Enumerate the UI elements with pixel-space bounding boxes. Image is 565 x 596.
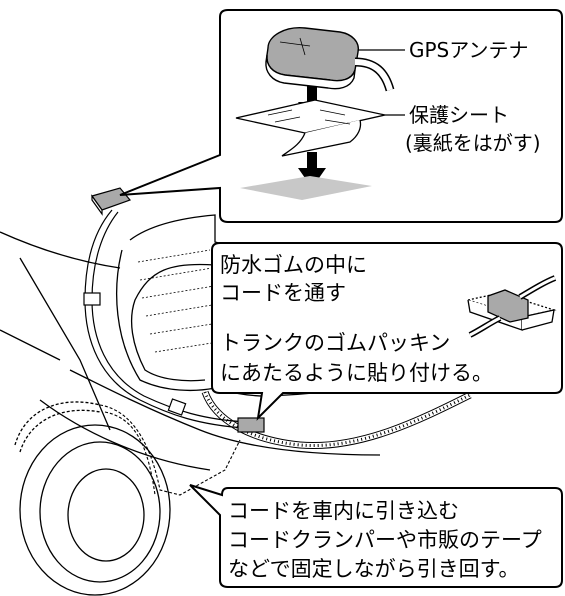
window-glass-lines — [137, 249, 215, 353]
route-line3: などで固定しながら引き回す。 — [228, 557, 519, 581]
waterproof-line2: コードを通す — [220, 281, 346, 305]
route-line1: コードを車内に引き込む — [228, 499, 459, 523]
gps-antenna-icon — [265, 27, 395, 92]
gps-cable — [84, 209, 249, 429]
cable-clamp-2 — [167, 398, 187, 416]
cable-route-inside — [99, 404, 241, 496]
rubber-seal-closeup-icon — [465, 275, 557, 338]
trunk-line2: にあたるように貼り付ける。 — [220, 361, 493, 385]
gps-antenna-label: GPSアンテナ — [409, 38, 528, 62]
callout-waterproof — [211, 242, 563, 421]
backing-paper-label: (裏紙をはがす) — [405, 131, 541, 155]
protective-sheet-label: 保護シート — [409, 103, 509, 127]
cable-entry-point — [237, 417, 265, 433]
route-line2: コードクランパーや市販のテープ — [228, 528, 542, 552]
trunk-rubber-seal — [201, 390, 472, 450]
gps-antenna-on-car — [91, 187, 132, 216]
callout-routing — [189, 484, 563, 588]
cable-clamp-1 — [83, 292, 101, 306]
mounting-surface — [240, 176, 372, 200]
trunk-line1: トランクのゴムパッキン — [220, 331, 450, 355]
waterproof-line1: 防水ゴムの中に — [220, 253, 367, 277]
rear-wheel — [14, 401, 171, 596]
